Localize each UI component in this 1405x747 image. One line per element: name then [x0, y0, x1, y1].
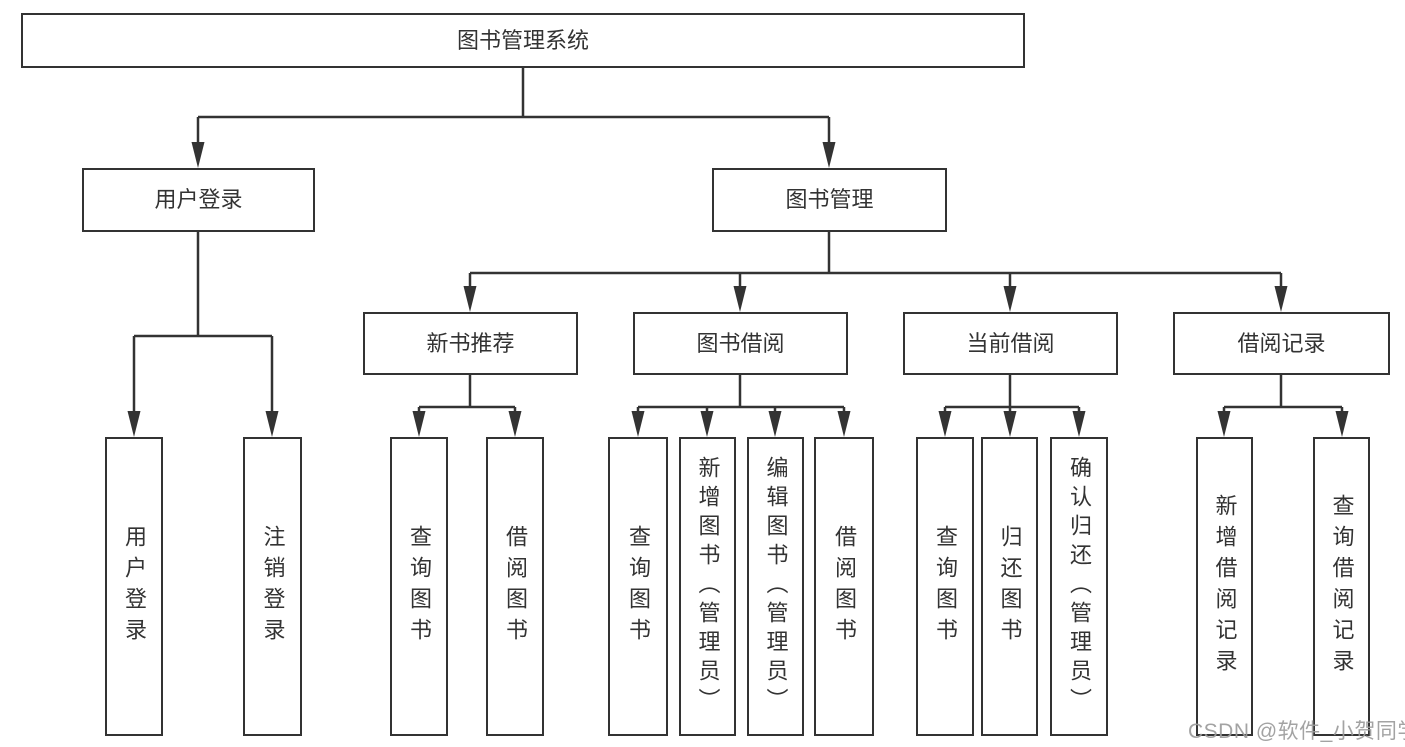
- node-leaf-edit-books-admin: 编辑图书（管理员）: [747, 437, 804, 736]
- connector-book-borrow-to-leaves: [631, 375, 851, 437]
- node-leaf-user-login: 用户登录: [105, 437, 163, 736]
- node-leaf-borrow-books-2: 借阅图书: [814, 437, 874, 736]
- node-book-borrowing: 图书借阅: [633, 312, 848, 375]
- node-borrow-records: 借阅记录: [1173, 312, 1390, 375]
- connector-root-to-level2: [191, 68, 836, 168]
- connector-borrow-record-to-leaves: [1217, 375, 1349, 437]
- node-leaf-query-books-3: 查询图书: [916, 437, 974, 736]
- node-leaf-query-books-1: 查询图书: [390, 437, 448, 736]
- node-new-book-recommend: 新书推荐: [363, 312, 578, 375]
- node-leaf-query-borrow-record: 查询借阅记录: [1313, 437, 1370, 736]
- connector-new-book-rec-to-leaves: [412, 375, 522, 437]
- node-root-library-system: 图书管理系统: [21, 13, 1025, 68]
- node-leaf-query-books-2: 查询图书: [608, 437, 668, 736]
- connector-current-borrow-to-leaves: [938, 375, 1086, 437]
- connector-user-login-to-leaves: [127, 232, 279, 437]
- node-current-borrowing: 当前借阅: [903, 312, 1118, 375]
- node-leaf-confirm-return-admin: 确认归还（管理员）: [1050, 437, 1108, 736]
- connector-book-mgmt-to-level3: [463, 232, 1288, 312]
- node-leaf-logout: 注销登录: [243, 437, 302, 736]
- csdn-watermark: CSDN @软件_小贺同学: [1188, 720, 1405, 743]
- node-leaf-return-books: 归还图书: [981, 437, 1038, 736]
- node-leaf-add-borrow-record: 新增借阅记录: [1196, 437, 1253, 736]
- node-leaf-borrow-books-1: 借阅图书: [486, 437, 544, 736]
- node-book-management: 图书管理: [712, 168, 947, 232]
- node-user-login: 用户登录: [82, 168, 315, 232]
- node-leaf-add-books-admin: 新增图书（管理员）: [679, 437, 736, 736]
